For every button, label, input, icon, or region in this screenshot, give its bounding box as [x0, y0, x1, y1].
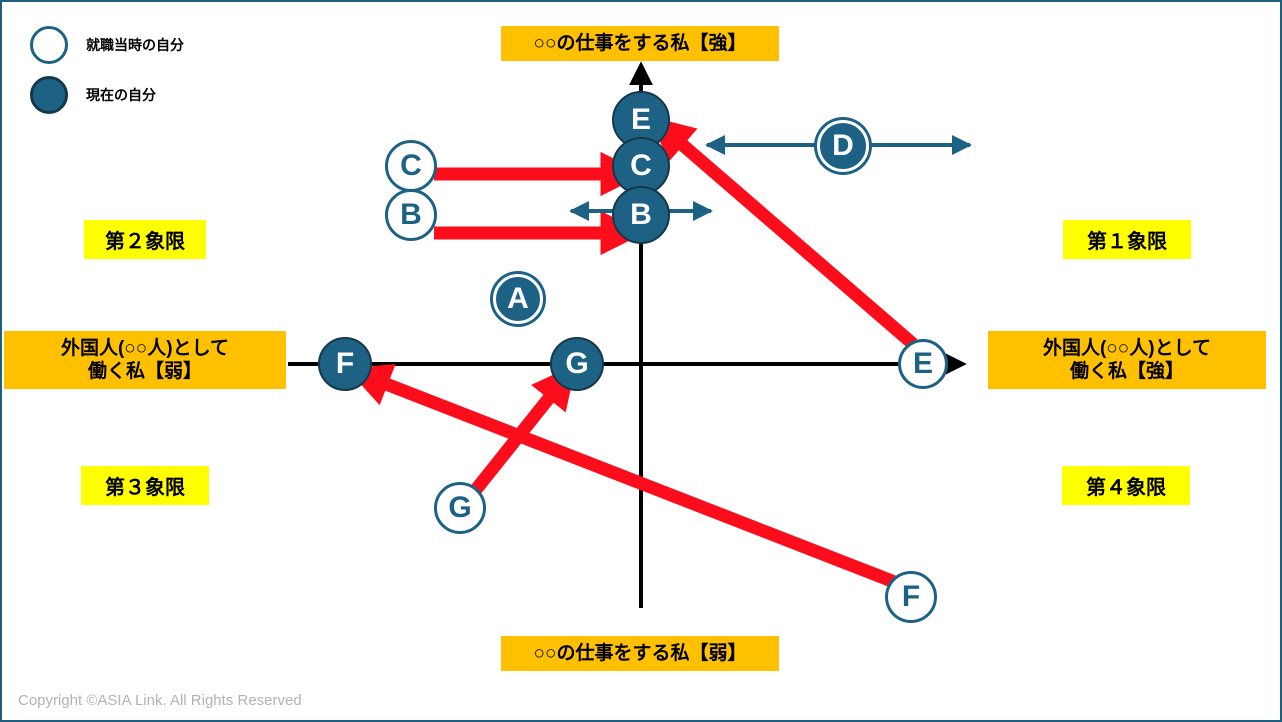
- legend-label-now: 現在の自分: [86, 87, 156, 103]
- transition-arrow-e: [649, 116, 918, 349]
- open-circle-icon: [30, 26, 68, 64]
- node-e-before[interactable]: E: [898, 339, 948, 389]
- axis-label-left: 外国人(○○人)として 働く私【弱】: [4, 331, 286, 390]
- node-g-before[interactable]: G: [434, 482, 486, 534]
- legend-item-before: 就職当時の自分: [30, 20, 290, 70]
- legend-label-before: 就職当時の自分: [86, 37, 184, 53]
- node-f-before[interactable]: F: [885, 571, 937, 623]
- axis-label-top: ○○の仕事をする私【強】: [501, 26, 779, 62]
- node-c-before[interactable]: C: [385, 140, 437, 192]
- node-b-before[interactable]: B: [385, 189, 437, 241]
- node-d[interactable]: D: [817, 120, 869, 172]
- quadrant-label-3: 第３象限: [81, 466, 209, 505]
- node-f-current[interactable]: F: [318, 337, 372, 391]
- quadrant-label-2: 第２象限: [84, 220, 206, 259]
- axis-label-right: 外国人(○○人)として 働く私【強】: [988, 331, 1266, 390]
- axis-label-bottom: ○○の仕事をする私【弱】: [501, 636, 779, 672]
- copyright-footer: Copyright ©ASIA Link. All Rights Reserve…: [18, 692, 302, 709]
- node-a[interactable]: A: [493, 274, 543, 324]
- legend: 就職当時の自分 現在の自分: [30, 20, 290, 120]
- filled-circle-icon: [30, 76, 68, 114]
- node-b-current[interactable]: B: [612, 186, 670, 244]
- node-g-current[interactable]: G: [550, 337, 604, 391]
- transition-arrow-f: [346, 364, 900, 590]
- quadrant-label-1: 第１象限: [1063, 220, 1191, 259]
- legend-item-now: 現在の自分: [30, 70, 290, 120]
- quadrant-label-4: 第４象限: [1062, 466, 1190, 505]
